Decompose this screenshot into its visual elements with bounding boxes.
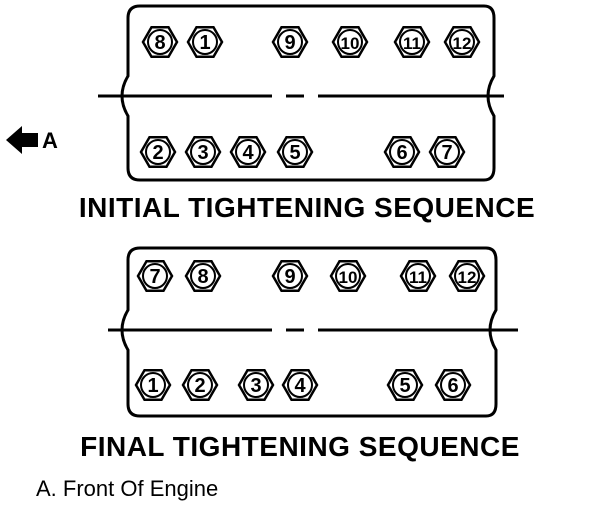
bolt-washer-ring xyxy=(277,263,303,289)
bolt-sequence-number: 5 xyxy=(399,375,410,397)
bolt-head: 1 xyxy=(186,26,224,58)
bolt-washer-ring xyxy=(454,263,480,289)
bolt-sequence-number: 12 xyxy=(458,268,477,287)
bolt-head: 8 xyxy=(184,260,222,292)
bolt-washer-ring xyxy=(287,372,313,398)
bolt-head: 4 xyxy=(281,369,319,401)
bolt-head: 12 xyxy=(443,26,481,58)
bolt-washer-ring xyxy=(440,372,466,398)
bolt-head: 6 xyxy=(434,369,472,401)
bolt-sequence-number: 5 xyxy=(289,142,300,164)
bolt-sequence-number: 4 xyxy=(242,142,254,164)
bolt-washer-ring xyxy=(190,263,216,289)
bolt-washer-ring xyxy=(337,29,363,55)
bolt-head: 2 xyxy=(139,136,177,168)
bottom-bolt-row-initial: 2 3 4 5 6 7 xyxy=(139,136,466,168)
bolt-sequence-number: 7 xyxy=(441,142,452,164)
panel-initial-sequence: 8 1 9 10 11 12 2 3 4 5 6 7 INITIAL TIGHTENING SEQU… xyxy=(79,4,535,223)
bolt-head: 5 xyxy=(276,136,314,168)
bolt-head: 11 xyxy=(393,26,431,58)
bolt-washer-ring xyxy=(140,372,166,398)
bolt-washer-ring xyxy=(243,372,269,398)
arrow-left-icon xyxy=(6,126,38,154)
bolt-sequence-number: 6 xyxy=(447,375,458,397)
bolt-sequence-number: 11 xyxy=(403,34,421,53)
bolt-washer-ring xyxy=(145,139,171,165)
bolt-head: 9 xyxy=(271,260,309,292)
bolt-head: 5 xyxy=(386,369,424,401)
bolt-head: 3 xyxy=(237,369,275,401)
bolt-sequence-number: 10 xyxy=(341,34,360,53)
bolt-washer-ring xyxy=(392,372,418,398)
front-of-engine-indicator: A xyxy=(6,126,58,154)
bolt-sequence-number: 11 xyxy=(409,268,427,287)
bolt-head: 10 xyxy=(331,26,369,58)
bolt-head: 7 xyxy=(136,260,174,292)
bolt-head: 7 xyxy=(428,136,466,168)
bolt-head: 1 xyxy=(134,369,172,401)
cylinder-head-outline-initial xyxy=(120,4,496,182)
front-indicator-label: A xyxy=(42,128,58,153)
bolt-sequence-number: 10 xyxy=(339,268,358,287)
bolt-head: 3 xyxy=(184,136,222,168)
bottom-bolt-row-final: 1 2 3 4 5 6 xyxy=(134,369,472,401)
bolt-sequence-number: 3 xyxy=(197,142,208,164)
bolt-sequence-number: 2 xyxy=(152,142,163,164)
bolt-sequence-number: 7 xyxy=(149,266,160,288)
bolt-head: 6 xyxy=(383,136,421,168)
bolt-sequence-number: 1 xyxy=(199,32,210,54)
bolt-washer-ring xyxy=(190,139,216,165)
bolt-washer-ring xyxy=(399,29,425,55)
sequence-title-initial: INITIAL TIGHTENING SEQUENCE xyxy=(79,192,535,223)
bolt-washer-ring xyxy=(449,29,475,55)
bolt-washer-ring xyxy=(147,29,173,55)
bolt-sequence-number: 8 xyxy=(197,266,208,288)
bolt-head: 10 xyxy=(329,260,367,292)
bolt-head: 8 xyxy=(141,26,179,58)
bolt-sequence-number: 6 xyxy=(396,142,407,164)
bolt-sequence-number: 12 xyxy=(453,34,472,53)
bolt-washer-ring xyxy=(282,139,308,165)
bolt-sequence-number: 9 xyxy=(284,32,295,54)
bolt-sequence-number: 2 xyxy=(194,375,205,397)
legend-front-of-engine: A. Front Of Engine xyxy=(36,476,219,501)
bolt-washer-ring xyxy=(235,139,261,165)
top-bolt-row-initial: 8 1 9 10 11 12 xyxy=(141,26,481,58)
bolt-head: 11 xyxy=(399,260,437,292)
bolt-washer-ring xyxy=(192,29,218,55)
bolt-washer-ring xyxy=(389,139,415,165)
bolt-sequence-number: 9 xyxy=(284,266,295,288)
bolt-washer-ring xyxy=(277,29,303,55)
bolt-washer-ring xyxy=(142,263,168,289)
bolt-sequence-number: 3 xyxy=(250,375,261,397)
top-bolt-row-final: 7 8 9 10 11 12 xyxy=(136,260,486,292)
bolt-head: 2 xyxy=(181,369,219,401)
bolt-head: 9 xyxy=(271,26,309,58)
bolt-sequence-number: 1 xyxy=(147,375,158,397)
bolt-washer-ring xyxy=(405,263,431,289)
cylinder-head-outline-final xyxy=(120,246,498,418)
bolt-sequence-number: 4 xyxy=(294,375,306,397)
bolt-sequence-number: 8 xyxy=(154,32,165,54)
bolt-head: 4 xyxy=(229,136,267,168)
bolt-head: 12 xyxy=(448,260,486,292)
sequence-title-final: FINAL TIGHTENING SEQUENCE xyxy=(80,431,520,462)
bolt-washer-ring xyxy=(187,372,213,398)
bolt-washer-ring xyxy=(434,139,460,165)
bolt-washer-ring xyxy=(335,263,361,289)
